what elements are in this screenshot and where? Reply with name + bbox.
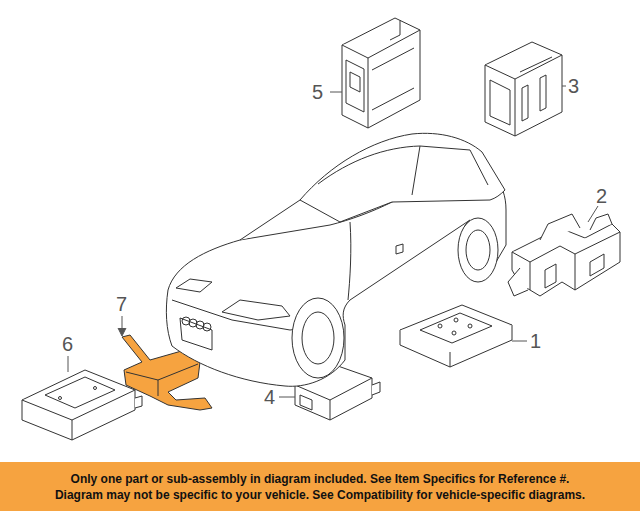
callout-number: 5 <box>312 82 323 102</box>
module-5 <box>342 18 420 128</box>
callout-number: 3 <box>568 76 579 96</box>
leader-lines <box>68 86 598 397</box>
callout-number: 6 <box>62 334 73 354</box>
callout-number: 2 <box>596 186 607 206</box>
notice-text: Diagram may not be specific to your vehi… <box>0 487 640 503</box>
bracket-2 <box>508 214 620 296</box>
module-1 <box>400 305 512 367</box>
notice-banner: Only one part or sub-assembly in diagram… <box>0 462 640 511</box>
callout-number: 7 <box>116 294 127 314</box>
callout-number: 4 <box>264 387 275 407</box>
callout-number: 1 <box>530 331 541 351</box>
notice-text: Only one part or sub-assembly in diagram… <box>0 471 640 487</box>
module-6 <box>22 370 142 440</box>
car-outline <box>166 133 506 386</box>
module-3 <box>485 42 562 136</box>
